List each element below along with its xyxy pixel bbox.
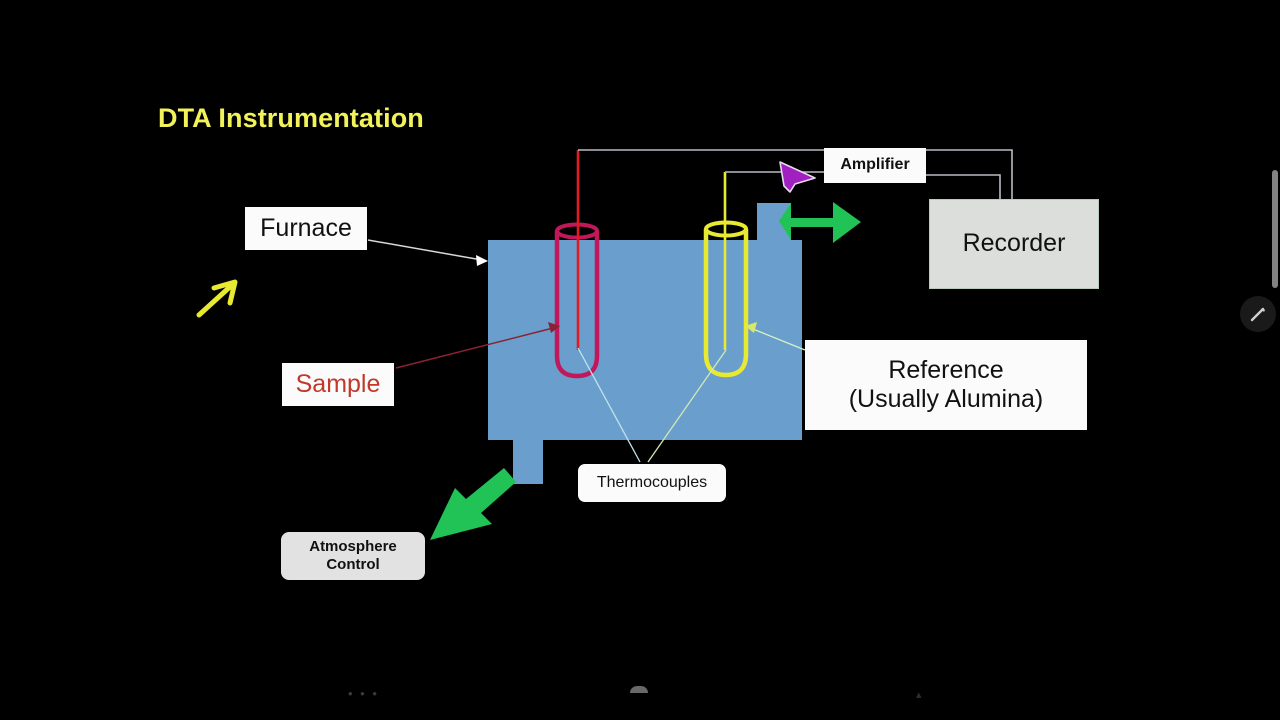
leader-sample [395, 326, 558, 369]
toolbar-right-glyph[interactable]: ▴ [916, 689, 922, 701]
mouse-cursor-icon [779, 161, 816, 193]
label-sample-text: Sample [295, 369, 381, 398]
leader-sample-arrowhead [548, 322, 560, 333]
leader-reference [747, 326, 806, 351]
label-furnace: Furnace [245, 207, 367, 250]
reference-tube [703, 229, 749, 378]
leader-reference-arrowhead [745, 322, 757, 333]
wire-amplifier-to-recorder-b [926, 174, 1001, 200]
label-amplifier-text: Amplifier [840, 156, 910, 174]
pen-glyph [1250, 307, 1265, 322]
label-atmosphere-control: Atmosphere Control [281, 532, 425, 580]
gas-in-arrow [430, 468, 516, 540]
label-reference-line1: Reference [888, 355, 1004, 384]
sample-tube [554, 231, 600, 379]
label-amplifier: Amplifier [824, 148, 926, 183]
label-atmosphere-line1: Atmosphere [309, 538, 397, 556]
player-toolbar[interactable]: • • • ▴ [0, 672, 1280, 720]
label-furnace-text: Furnace [260, 213, 352, 242]
toolbar-center-handle[interactable] [630, 686, 648, 693]
label-thermocouples-text: Thermocouples [596, 473, 708, 491]
leader-thermocouple-sample [577, 347, 641, 463]
leader-furnace-arrowhead [476, 255, 488, 266]
label-recorder-text: Recorder [962, 229, 1066, 258]
label-reference-line2: (Usually Alumina) [848, 385, 1044, 413]
page-title: DTA Instrumentation [158, 103, 424, 133]
leader-furnace [367, 239, 483, 261]
gas-inlet-port [513, 440, 543, 484]
annotation-arrow-icon [196, 279, 238, 318]
wire-amplifier-to-recorder-a [926, 149, 1013, 200]
label-thermocouples: Thermocouples [578, 464, 726, 502]
furnace-body [488, 240, 802, 440]
toolbar-dots[interactable]: • • • [348, 686, 379, 701]
label-recorder: Recorder [929, 199, 1099, 289]
gas-out-arrow [779, 202, 861, 243]
pen-icon[interactable] [1240, 296, 1276, 332]
leader-thermocouple-reference [647, 349, 727, 463]
label-reference: Reference (Usually Alumina) [805, 340, 1087, 430]
scrollbar-thumb[interactable] [1272, 170, 1278, 288]
label-sample: Sample [282, 363, 394, 406]
label-atmosphere-line2: Control [326, 556, 380, 573]
